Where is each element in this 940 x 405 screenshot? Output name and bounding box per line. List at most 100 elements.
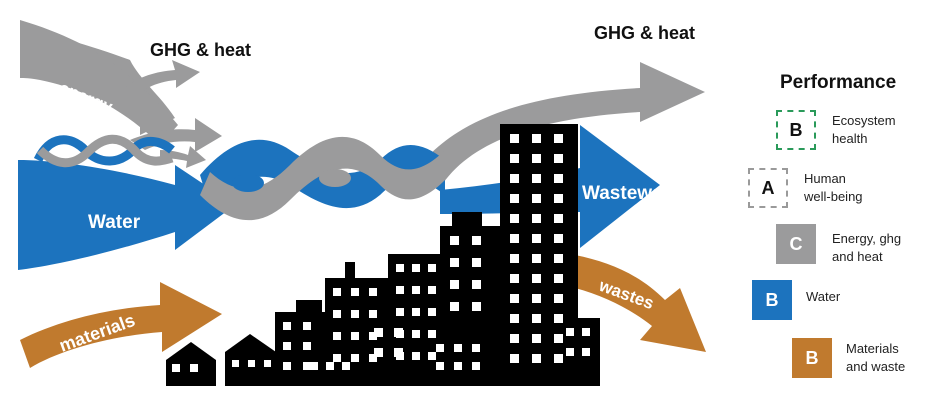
ghg-left-label: GHG & heat [150, 40, 251, 60]
window [532, 354, 541, 363]
window [310, 362, 318, 370]
window [351, 354, 359, 362]
window [450, 280, 459, 289]
grade-badge: B [792, 338, 832, 378]
window [454, 344, 462, 352]
window [510, 214, 519, 223]
window [428, 330, 436, 338]
window [412, 308, 420, 316]
window [428, 352, 436, 360]
window [510, 314, 519, 323]
window [532, 194, 541, 203]
window [396, 286, 404, 294]
window [351, 288, 359, 296]
window [472, 344, 480, 352]
window [510, 254, 519, 263]
window [303, 342, 311, 350]
window [283, 362, 291, 370]
energy-inflow-body [20, 20, 178, 145]
window [283, 342, 291, 350]
window [566, 328, 574, 336]
braid-pipe [200, 136, 445, 221]
window [450, 302, 459, 311]
window [374, 348, 383, 357]
grade-badge: C [776, 224, 816, 264]
window [566, 348, 574, 356]
window [510, 354, 519, 363]
wastewater-label: Wastewater [582, 183, 687, 204]
window [342, 362, 350, 370]
performance-legend: Performance B Ecosystem health A Human w… [740, 0, 940, 400]
window [351, 332, 359, 340]
window [369, 354, 377, 362]
window [532, 154, 541, 163]
legend-label: Ecosystem health [832, 113, 896, 146]
window [554, 154, 563, 163]
window [436, 362, 444, 370]
water-main-band [18, 160, 235, 270]
window [436, 344, 444, 352]
energy-small-arrow [160, 146, 206, 168]
window [412, 352, 420, 360]
window [264, 360, 271, 367]
window [172, 364, 180, 372]
window [374, 328, 383, 337]
window [232, 360, 239, 367]
ghg-left-arrow [118, 60, 200, 102]
window [303, 322, 311, 330]
window [303, 362, 311, 370]
window [532, 174, 541, 183]
window [333, 332, 341, 340]
legend-title: Performance [780, 72, 897, 93]
window [554, 354, 563, 363]
grade-badge: B [776, 110, 816, 150]
window [369, 288, 377, 296]
window [454, 362, 462, 370]
window [333, 288, 341, 296]
window [396, 308, 404, 316]
window [532, 134, 541, 143]
window [532, 274, 541, 283]
window [472, 302, 481, 311]
building-windows [172, 134, 590, 372]
window [554, 134, 563, 143]
window [412, 286, 420, 294]
window [333, 354, 341, 362]
small-braid [33, 134, 175, 168]
materials-arrow [20, 282, 222, 368]
legend-label: Human well-being [804, 171, 863, 204]
window [369, 332, 377, 340]
window [428, 264, 436, 272]
window [333, 310, 341, 318]
window [510, 194, 519, 203]
window [326, 362, 334, 370]
window [248, 360, 255, 367]
water-label: Water [88, 212, 141, 233]
window [412, 264, 420, 272]
window [450, 236, 459, 245]
window [510, 134, 519, 143]
energy-main-arrow [410, 62, 705, 188]
window [472, 258, 481, 267]
window [472, 362, 480, 370]
window [428, 286, 436, 294]
legend-label: Water [806, 289, 841, 304]
window [450, 258, 459, 267]
window [472, 236, 481, 245]
window [510, 174, 519, 183]
window [554, 234, 563, 243]
window [532, 214, 541, 223]
window [412, 330, 420, 338]
wastes-arrow [575, 255, 706, 352]
window [369, 310, 377, 318]
window [351, 310, 359, 318]
window [554, 274, 563, 283]
window [554, 214, 563, 223]
window [532, 234, 541, 243]
window [554, 194, 563, 203]
window [394, 328, 403, 337]
window [510, 274, 519, 283]
window [190, 364, 198, 372]
